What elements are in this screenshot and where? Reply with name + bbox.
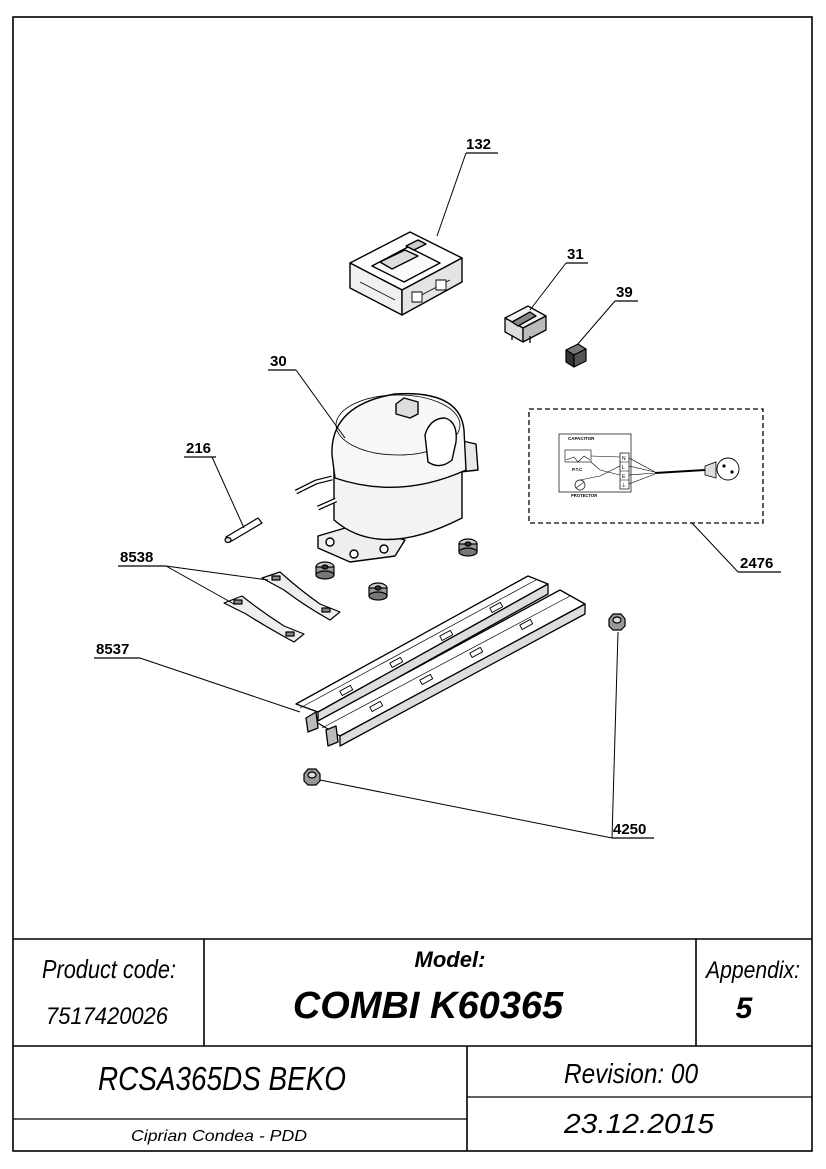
- terminal-e: E: [622, 474, 626, 480]
- part-216-pin: [224, 517, 263, 544]
- callout-216: 216: [184, 440, 245, 529]
- revision: Revision: 00: [564, 1058, 698, 1089]
- callout-label-8537: 8537: [96, 641, 129, 658]
- ptc-label: P.T.C: [572, 467, 583, 472]
- callout-8538: 8538: [118, 549, 269, 605]
- callout-2476: 2476: [691, 522, 781, 573]
- model-label: Model:: [415, 947, 486, 972]
- title-block: [13, 938, 812, 1151]
- callout-label-39: 39: [616, 284, 633, 301]
- part-2476-wiring-box: CAPACITOR P.T.C PROTECTOR N L E ⏚: [528, 408, 764, 524]
- callout-label-132: 132: [466, 136, 491, 153]
- plug-icon: [716, 457, 740, 481]
- part-39-protector: [565, 343, 587, 368]
- wiring-schematic-frame: [558, 433, 632, 493]
- part-132-relay-cover: [349, 231, 463, 316]
- sheet-border: [12, 16, 813, 1152]
- appendix-value: 5: [736, 992, 754, 1025]
- wiring-box-border: [528, 408, 764, 524]
- product-name: RCSA365DS BEKO: [98, 1060, 346, 1097]
- appendix-label: Appendix:: [704, 957, 800, 984]
- callout-39: 39: [576, 284, 638, 346]
- callout-132: 132: [436, 136, 498, 237]
- callout-30: 30: [268, 353, 346, 439]
- product-code-value: 7517420026: [46, 1003, 169, 1030]
- author: Ciprian Condea - PDD: [131, 1128, 307, 1145]
- revision-date: 23.12.2015: [563, 1108, 715, 1139]
- callout-label-30: 30: [270, 353, 287, 370]
- callout-label-31: 31: [567, 246, 584, 263]
- part-4250-nuts: [303, 613, 626, 786]
- callout-label-4250: 4250: [613, 821, 646, 838]
- part-30-compressor: [294, 392, 479, 563]
- terminal-l: L: [622, 465, 625, 471]
- callout-label-216: 216: [186, 440, 211, 457]
- product-code-label: Product code:: [42, 954, 176, 984]
- part-8537-rails: [295, 575, 586, 747]
- terminal-n: N: [622, 456, 626, 462]
- callout-8537: 8537: [94, 641, 301, 713]
- terminal-ground: ⏚: [621, 482, 626, 489]
- callout-label-8538: 8538: [120, 549, 153, 566]
- callout-label-2476: 2476: [740, 555, 773, 572]
- protector-label: PROTECTOR: [571, 493, 597, 498]
- callout-4250: 4250: [319, 631, 654, 839]
- model-value: COMBI K60365: [293, 985, 564, 1027]
- callout-31: 31: [529, 246, 588, 311]
- compressor-grommets: [315, 538, 478, 601]
- part-8538-clips: [223, 571, 341, 643]
- part-31-relay: [504, 305, 547, 343]
- capacitor-label: CAPACITOR: [568, 436, 595, 441]
